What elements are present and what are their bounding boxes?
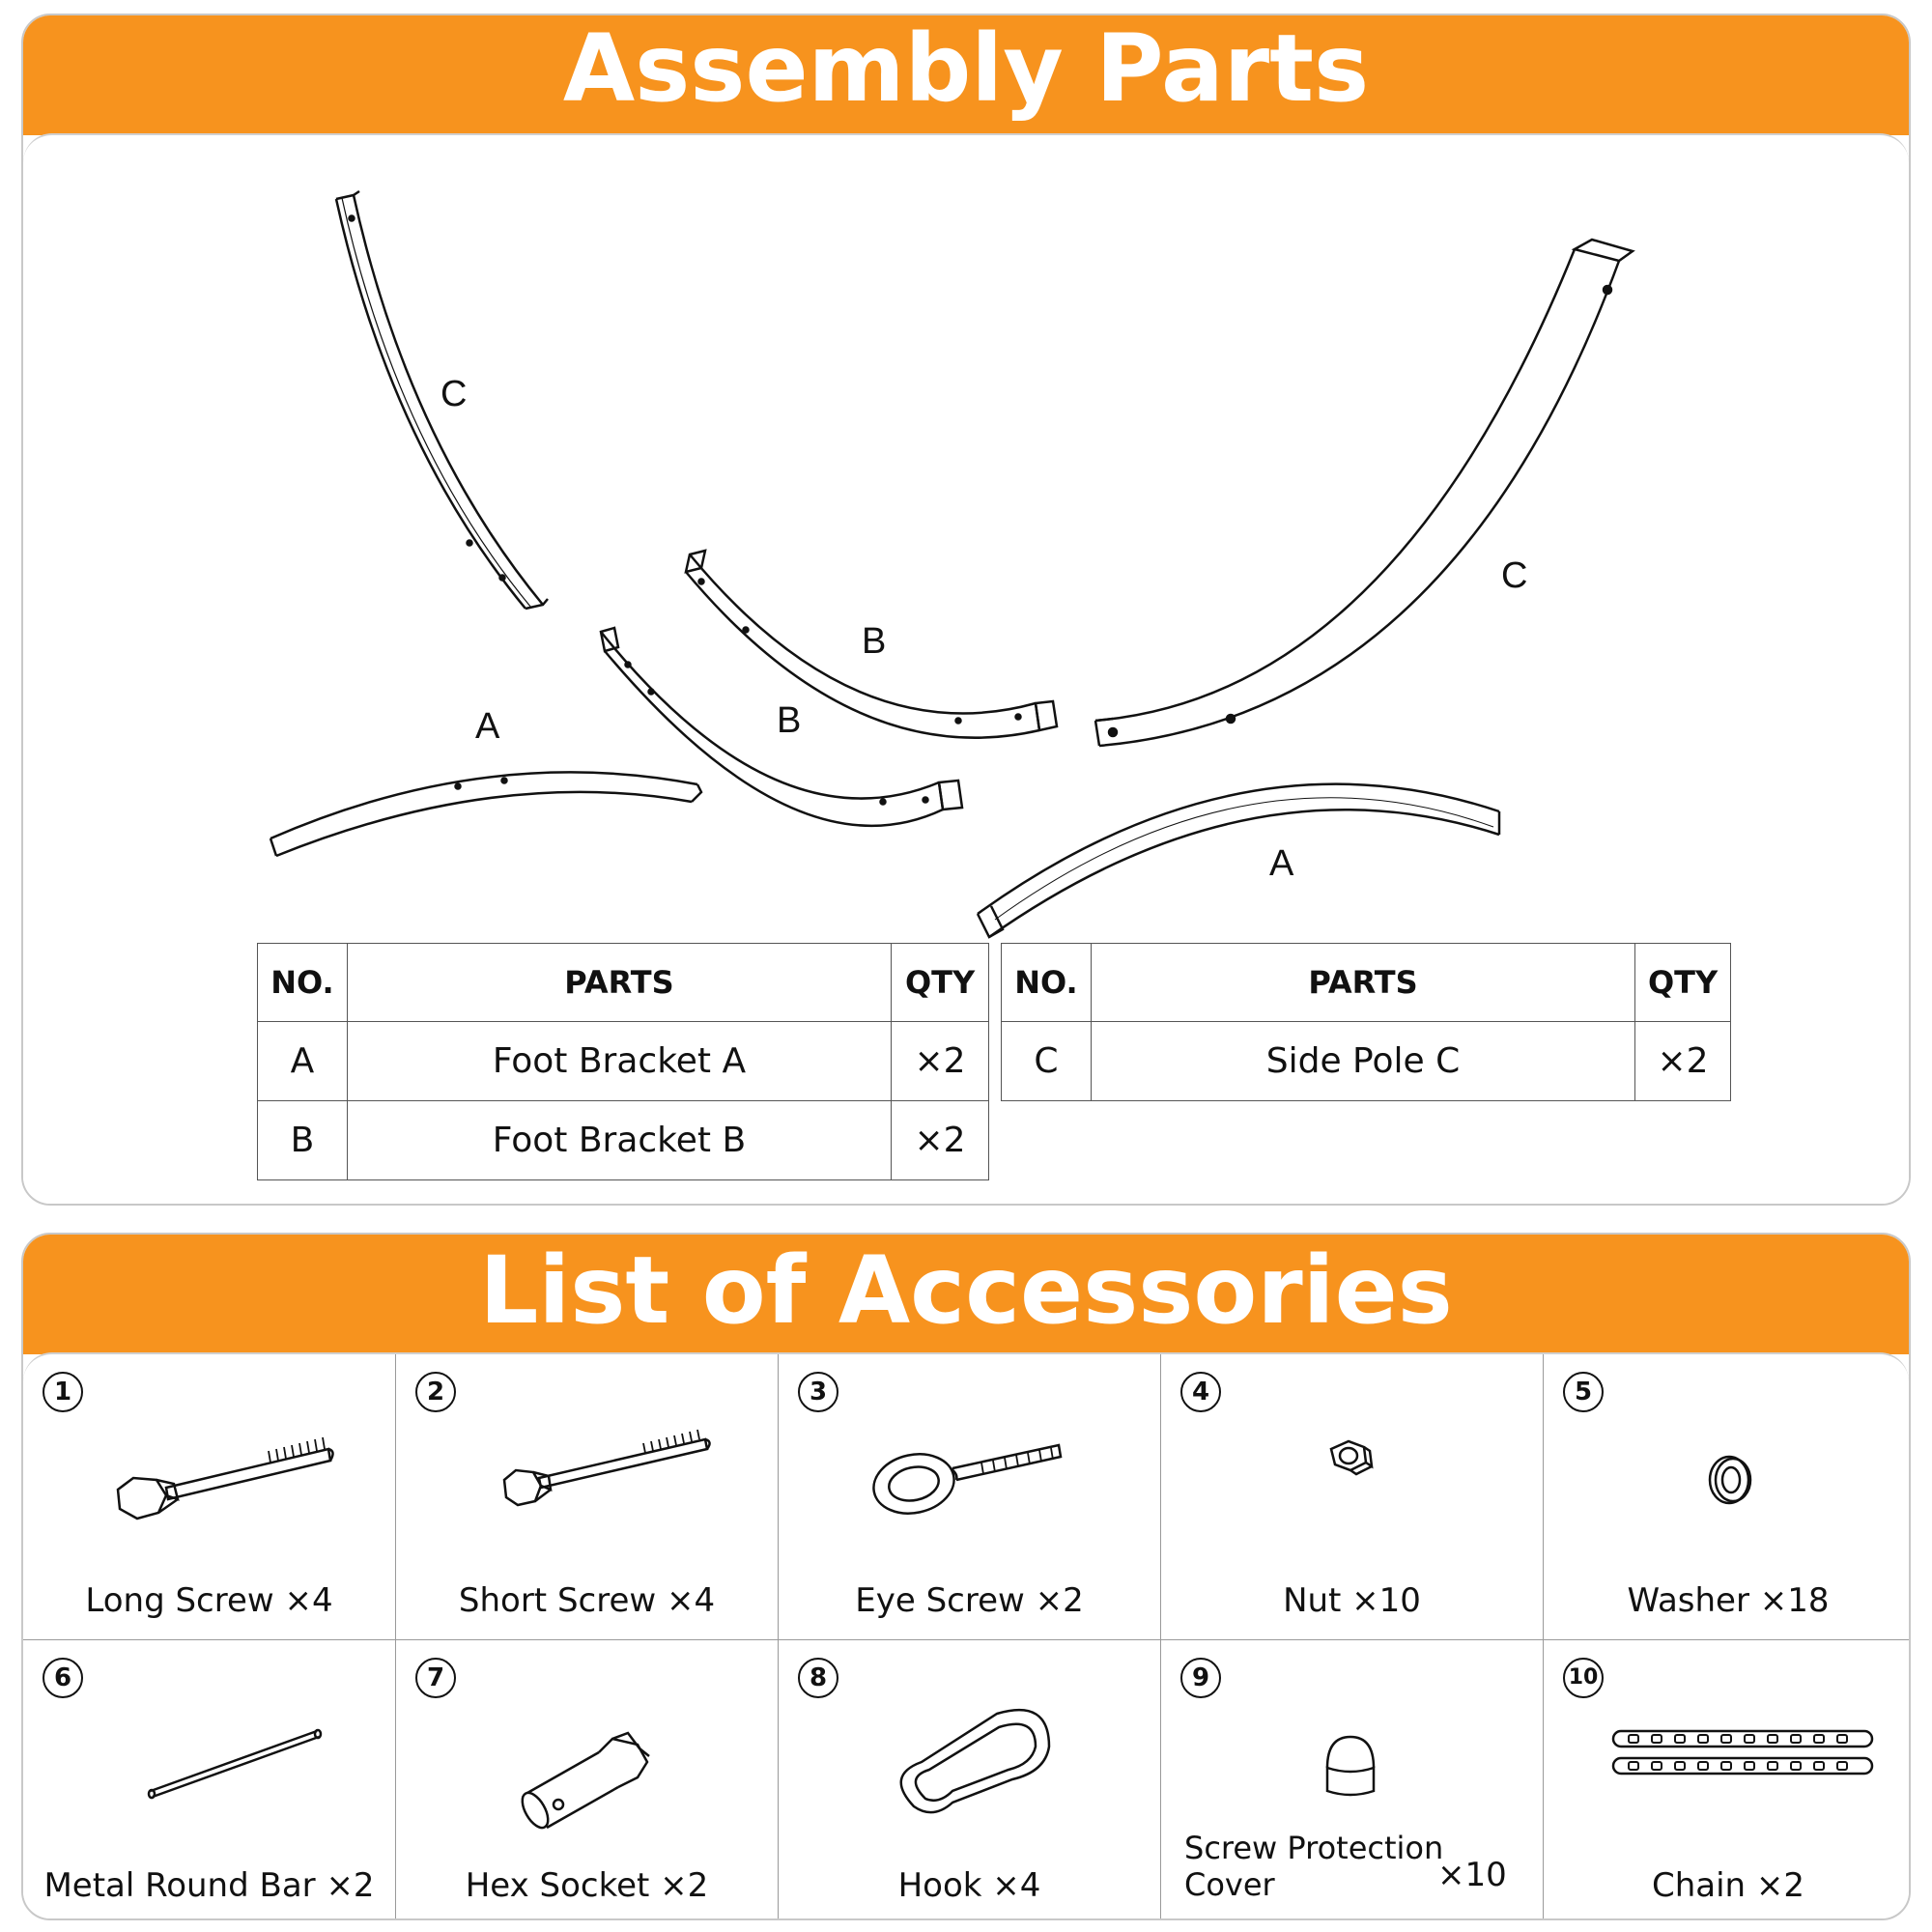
accessory-label-line2: Cover bbox=[1184, 1866, 1275, 1903]
c-right-label: C bbox=[1501, 555, 1527, 596]
parts-table-left: NO. PARTS QTY A Foot Bracket A ×2 B Foot… bbox=[257, 943, 989, 1180]
parts-table-right: NO. PARTS QTY C Side Pole C ×2 bbox=[1001, 943, 1731, 1101]
item-number: 3 bbox=[798, 1372, 838, 1412]
b-lower-label: B bbox=[777, 700, 801, 741]
assembly-parts-title: Assembly Parts bbox=[23, 15, 1909, 135]
accessories-panel: 1 Long Screw ×4 2 bbox=[23, 1352, 1909, 1918]
side-pole-c-right bbox=[1094, 238, 1635, 748]
accessory-label: Long Screw ×4 bbox=[85, 1581, 333, 1620]
accessory-label: Chain ×2 bbox=[1651, 1866, 1805, 1905]
accessory-cell-4: 4 Nut ×10 bbox=[1161, 1354, 1544, 1640]
item-number: 4 bbox=[1180, 1372, 1221, 1412]
accessory-qty: ×10 bbox=[1437, 1856, 1507, 1894]
accessories-grid: 1 Long Screw ×4 2 bbox=[23, 1354, 1909, 1918]
screw-protection-cover-icon bbox=[1325, 1735, 1376, 1797]
a-left-label: A bbox=[475, 706, 500, 747]
accessory-cell-9: 9 Screw Protection Cover ×10 bbox=[1161, 1640, 1544, 1918]
row-part: Foot Bracket A bbox=[346, 1021, 893, 1101]
accessory-label: Eye Screw ×2 bbox=[855, 1581, 1084, 1620]
accessory-label: Washer ×18 bbox=[1627, 1581, 1830, 1620]
table-row: C Side Pole C ×2 bbox=[1001, 1021, 1731, 1101]
accessory-cell-7: 7 Hex Socket ×2 bbox=[396, 1640, 779, 1918]
table-row: B Foot Bracket B ×2 bbox=[257, 1100, 989, 1180]
accessory-cell-3: 3 Eye Screw ×2 bbox=[779, 1354, 1161, 1640]
foot-bracket-b-lower bbox=[599, 626, 964, 828]
washer-icon bbox=[1708, 1455, 1752, 1505]
side-pole-c-left bbox=[334, 189, 549, 611]
row-no: B bbox=[257, 1100, 348, 1180]
accessory-label: Hex Socket ×2 bbox=[465, 1866, 709, 1905]
accessory-label: Metal Round Bar ×2 bbox=[43, 1866, 375, 1905]
row-part: Side Pole C bbox=[1090, 1021, 1636, 1101]
row-no: C bbox=[1001, 1021, 1092, 1101]
header-qty: QTY bbox=[1634, 943, 1731, 1022]
item-number: 6 bbox=[43, 1658, 83, 1698]
eye-screw-icon bbox=[872, 1443, 1063, 1515]
row-qty: ×2 bbox=[891, 1100, 989, 1180]
table-row: A Foot Bracket A ×2 bbox=[257, 1021, 989, 1101]
long-screw-icon bbox=[116, 1436, 334, 1520]
row-no: A bbox=[257, 1021, 348, 1101]
accessory-label-line1: Screw Protection bbox=[1184, 1830, 1444, 1866]
item-number: 5 bbox=[1563, 1372, 1604, 1412]
metal-round-bar-icon bbox=[147, 1728, 323, 1800]
foot-bracket-b-upper bbox=[684, 549, 1059, 739]
header-no: NO. bbox=[1001, 943, 1092, 1022]
nut-icon bbox=[1329, 1439, 1374, 1476]
item-number: 2 bbox=[415, 1372, 456, 1412]
foot-bracket-a-right bbox=[976, 782, 1501, 939]
parts-diagram: C C bbox=[269, 189, 1635, 939]
assembly-parts-panel: C C bbox=[23, 133, 1909, 1204]
item-number: 10 bbox=[1563, 1658, 1604, 1698]
item-number: 7 bbox=[415, 1658, 456, 1698]
accessories-section: List of Accessories 1 Long Screw ×4 2 bbox=[21, 1233, 1911, 1920]
accessory-label: Hook ×4 bbox=[897, 1866, 1041, 1905]
accessory-cell-8: 8 Hook ×4 bbox=[779, 1640, 1161, 1918]
c-left-label: C bbox=[440, 374, 467, 414]
accessory-label: Nut ×10 bbox=[1283, 1581, 1421, 1620]
assembly-parts-section: Assembly Parts C bbox=[21, 14, 1911, 1206]
accessory-cell-1: 1 Long Screw ×4 bbox=[23, 1354, 396, 1640]
accessory-cell-10: 10 Chain ×2 bbox=[1544, 1640, 1909, 1918]
a-right-label: A bbox=[1269, 843, 1294, 884]
accessory-cell-2: 2 Short Screw ×4 bbox=[396, 1354, 779, 1640]
accessory-cell-6: 6 Metal Round Bar ×2 bbox=[23, 1640, 396, 1918]
chain-icon bbox=[1611, 1729, 1874, 1776]
item-number: 8 bbox=[798, 1658, 838, 1698]
header-no: NO. bbox=[257, 943, 348, 1022]
header-parts: PARTS bbox=[1090, 943, 1636, 1022]
row-qty: ×2 bbox=[1634, 1021, 1731, 1101]
row-qty: ×2 bbox=[891, 1021, 989, 1101]
item-number: 9 bbox=[1180, 1658, 1221, 1698]
accessory-label: Short Screw ×4 bbox=[458, 1581, 716, 1620]
hook-icon bbox=[899, 1708, 1051, 1814]
foot-bracket-a-left bbox=[269, 771, 703, 858]
accessories-title: List of Accessories bbox=[23, 1235, 1909, 1354]
row-part: Foot Bracket B bbox=[346, 1100, 893, 1180]
item-number: 1 bbox=[43, 1372, 83, 1412]
hex-socket-icon bbox=[521, 1731, 650, 1830]
short-screw-icon bbox=[502, 1429, 711, 1507]
header-qty: QTY bbox=[891, 943, 989, 1022]
accessory-cell-5: 5 Washer ×18 bbox=[1544, 1354, 1909, 1640]
b-upper-label: B bbox=[862, 621, 886, 662]
header-parts: PARTS bbox=[346, 943, 893, 1022]
